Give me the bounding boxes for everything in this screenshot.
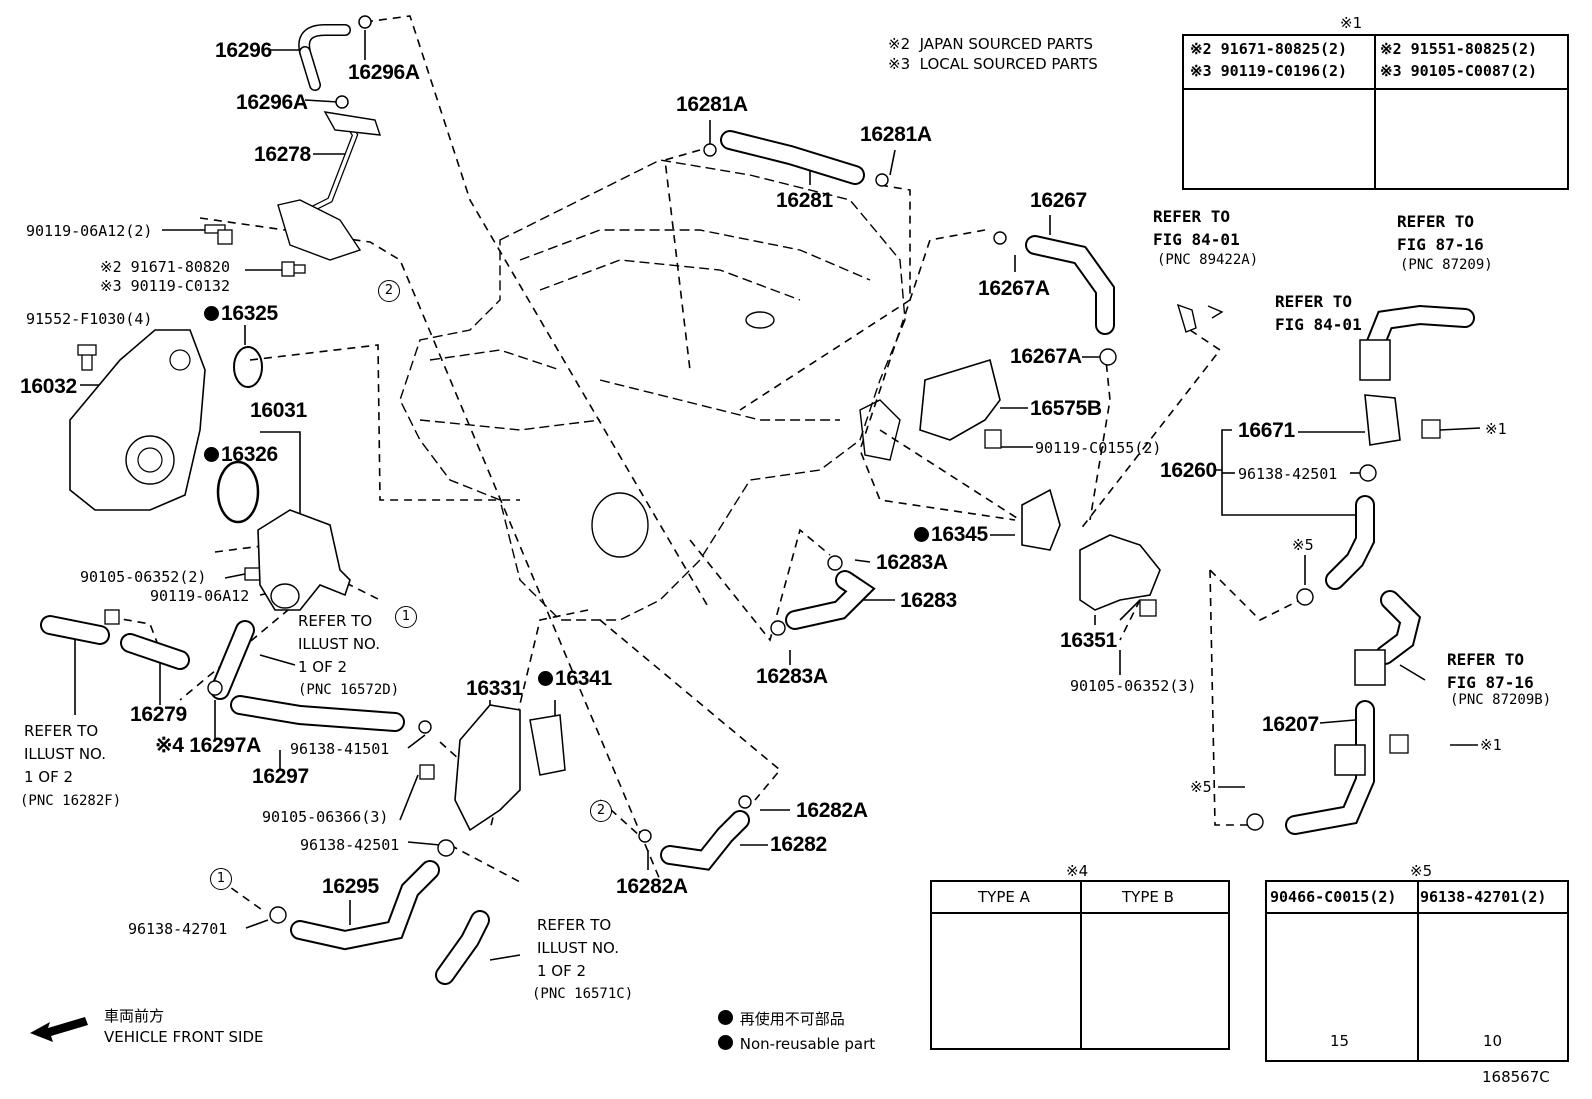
non-reusable-dot bbox=[718, 1010, 733, 1025]
pnc-87209: (PNC 87209) bbox=[1400, 257, 1493, 273]
ref-fig-84-01-b: REFER TO FIG 84-01 bbox=[1275, 292, 1362, 334]
label-16283: 16283 bbox=[900, 589, 957, 612]
mark-1-a: ※1 bbox=[1485, 420, 1507, 438]
label-16282A-2: 16282A bbox=[616, 875, 688, 898]
label-90119-06A12: 90119-06A12 bbox=[150, 587, 250, 605]
table1-cell-4: ※3 90105-C0087(2) bbox=[1380, 62, 1538, 80]
label-16331: 16331 bbox=[466, 677, 523, 700]
table5-left: 90466-C0015(2) bbox=[1270, 888, 1397, 906]
label-16296A-1: 16296A bbox=[348, 61, 420, 84]
non-reusable-dot bbox=[538, 671, 553, 686]
pnc-16571C: (PNC 16571C) bbox=[532, 986, 634, 1002]
ref-fig-87-16-a: REFER TO FIG 87-16 bbox=[1397, 212, 1484, 254]
ref-fig-84-01-a: REFER TO FIG 84-01 bbox=[1153, 207, 1240, 249]
label-16297: 16297 bbox=[252, 765, 309, 788]
table5-right: 96138-42701(2) bbox=[1420, 888, 1547, 906]
pnc-16572D: (PNC 16572D) bbox=[298, 682, 400, 698]
table1-cell-3: ※2 91551-80825(2) bbox=[1380, 40, 1538, 58]
label-16267A-2: 16267A bbox=[1010, 345, 1082, 368]
label-16296A-2: 16296A bbox=[236, 91, 308, 114]
pnc-89422A: (PNC 89422A) bbox=[1157, 252, 1259, 268]
table4-title: ※4 bbox=[1066, 862, 1089, 880]
label-91552-F1030: 91552-F1030(4) bbox=[26, 310, 153, 328]
label-16267: 16267 bbox=[1030, 189, 1087, 212]
label-16031: 16031 bbox=[250, 399, 307, 422]
table4-type-a: TYPE A bbox=[978, 888, 1030, 906]
label-90119-06A12-2: 90119-06A12(2) bbox=[26, 222, 153, 240]
label-16671: 16671 bbox=[1238, 419, 1295, 442]
vehicle-front-jp: 車両前方 bbox=[104, 1007, 165, 1025]
vehicle-front-en: VEHICLE FRONT SIDE bbox=[104, 1028, 264, 1046]
table4-type-b: TYPE B bbox=[1122, 888, 1174, 906]
label-16283A-1: 16283A bbox=[876, 551, 948, 574]
pnc-16282F: (PNC 16282F) bbox=[20, 793, 122, 809]
table5 bbox=[1265, 880, 1569, 1062]
label-96138-42501-b: 96138-42501 bbox=[1238, 465, 1338, 483]
pnc-87209B: (PNC 87209B) bbox=[1450, 692, 1552, 708]
label-90105-06352-3: 90105-06352(3) bbox=[1070, 677, 1197, 695]
label-16281A-2: 16281A bbox=[860, 123, 932, 146]
label-90105-06352-2: 90105-06352(2) bbox=[80, 568, 207, 586]
label-91671-80820: ※2 91671-80820 bbox=[100, 258, 230, 276]
label-16295: 16295 bbox=[322, 875, 379, 898]
table1-cell-1: ※2 91671-80825(2) bbox=[1190, 40, 1348, 58]
non-reusable-legend-jp: 再使用不可部品 bbox=[718, 1008, 845, 1031]
label-90119-C0155: 90119-C0155(2) bbox=[1035, 439, 1162, 457]
label-16260: 16260 bbox=[1160, 459, 1217, 482]
label-16296: 16296 bbox=[215, 39, 272, 62]
mark-5-a: ※5 bbox=[1292, 536, 1314, 554]
non-reusable-legend-en: Non-reusable part bbox=[718, 1033, 875, 1056]
table1-cell-2: ※3 90119-C0196(2) bbox=[1190, 62, 1348, 80]
table5-title: ※5 bbox=[1410, 862, 1433, 880]
label-16282A-1: 16282A bbox=[796, 799, 868, 822]
label-16279: 16279 bbox=[130, 703, 187, 726]
legend-japan-sourced: ※2 JAPAN SOURCED PARTS bbox=[888, 35, 1094, 53]
mark-1-b: ※1 bbox=[1480, 736, 1502, 754]
legend-local-sourced: ※3 LOCAL SOURCED PARTS bbox=[888, 55, 1098, 73]
table4 bbox=[930, 880, 1230, 1050]
label-96138-41501: 96138-41501 bbox=[290, 740, 390, 758]
ref-illust-a: REFER TO ILLUST NO. 1 OF 2 bbox=[298, 612, 381, 676]
label-16326: 16326 bbox=[204, 444, 278, 466]
circle-2-a: 2 bbox=[378, 280, 400, 302]
label-16282: 16282 bbox=[770, 833, 827, 856]
label-16278: 16278 bbox=[254, 143, 311, 166]
label-16281A-1: 16281A bbox=[676, 93, 748, 116]
figure-id: 168567C bbox=[1482, 1068, 1550, 1086]
circle-1-b: 1 bbox=[210, 868, 232, 890]
table5-dim-left: 15 bbox=[1330, 1032, 1350, 1050]
circle-2-b: 2 bbox=[590, 800, 612, 822]
label-16281: 16281 bbox=[776, 189, 833, 212]
ref-illust-b: REFER TO ILLUST NO. 1 OF 2 bbox=[24, 722, 107, 786]
label-16325: 16325 bbox=[204, 303, 278, 325]
label-16345: 16345 bbox=[914, 524, 988, 546]
table1-title: ※1 bbox=[1340, 14, 1363, 32]
label-16207: 16207 bbox=[1262, 713, 1319, 736]
non-reusable-dot bbox=[914, 527, 929, 542]
label-90105-06366: 90105-06366(3) bbox=[262, 808, 389, 826]
mark-5-b: ※5 bbox=[1190, 778, 1212, 796]
ref-illust-c: REFER TO ILLUST NO. 1 OF 2 bbox=[537, 916, 620, 980]
label-16032: 16032 bbox=[20, 375, 77, 398]
table1 bbox=[1182, 34, 1569, 190]
label-16575B: 16575B bbox=[1030, 397, 1102, 420]
label-96138-42701: 96138-42701 bbox=[128, 920, 228, 938]
label-16351: 16351 bbox=[1060, 629, 1117, 652]
label-96138-42501-a: 96138-42501 bbox=[300, 836, 400, 854]
non-reusable-dot bbox=[204, 306, 219, 321]
ref-fig-87-16-b: REFER TO FIG 87-16 bbox=[1447, 650, 1534, 692]
label-16283A-2: 16283A bbox=[756, 665, 828, 688]
label-90119-C0132: ※3 90119-C0132 bbox=[100, 277, 230, 295]
label-16341: 16341 bbox=[538, 668, 612, 690]
circle-1-a: 1 bbox=[395, 606, 417, 628]
non-reusable-dot bbox=[204, 447, 219, 462]
label-16297A: ※4 16297A bbox=[155, 734, 261, 757]
table5-dim-right: 10 bbox=[1483, 1032, 1503, 1050]
label-16267A-1: 16267A bbox=[978, 277, 1050, 300]
non-reusable-dot bbox=[718, 1035, 733, 1050]
